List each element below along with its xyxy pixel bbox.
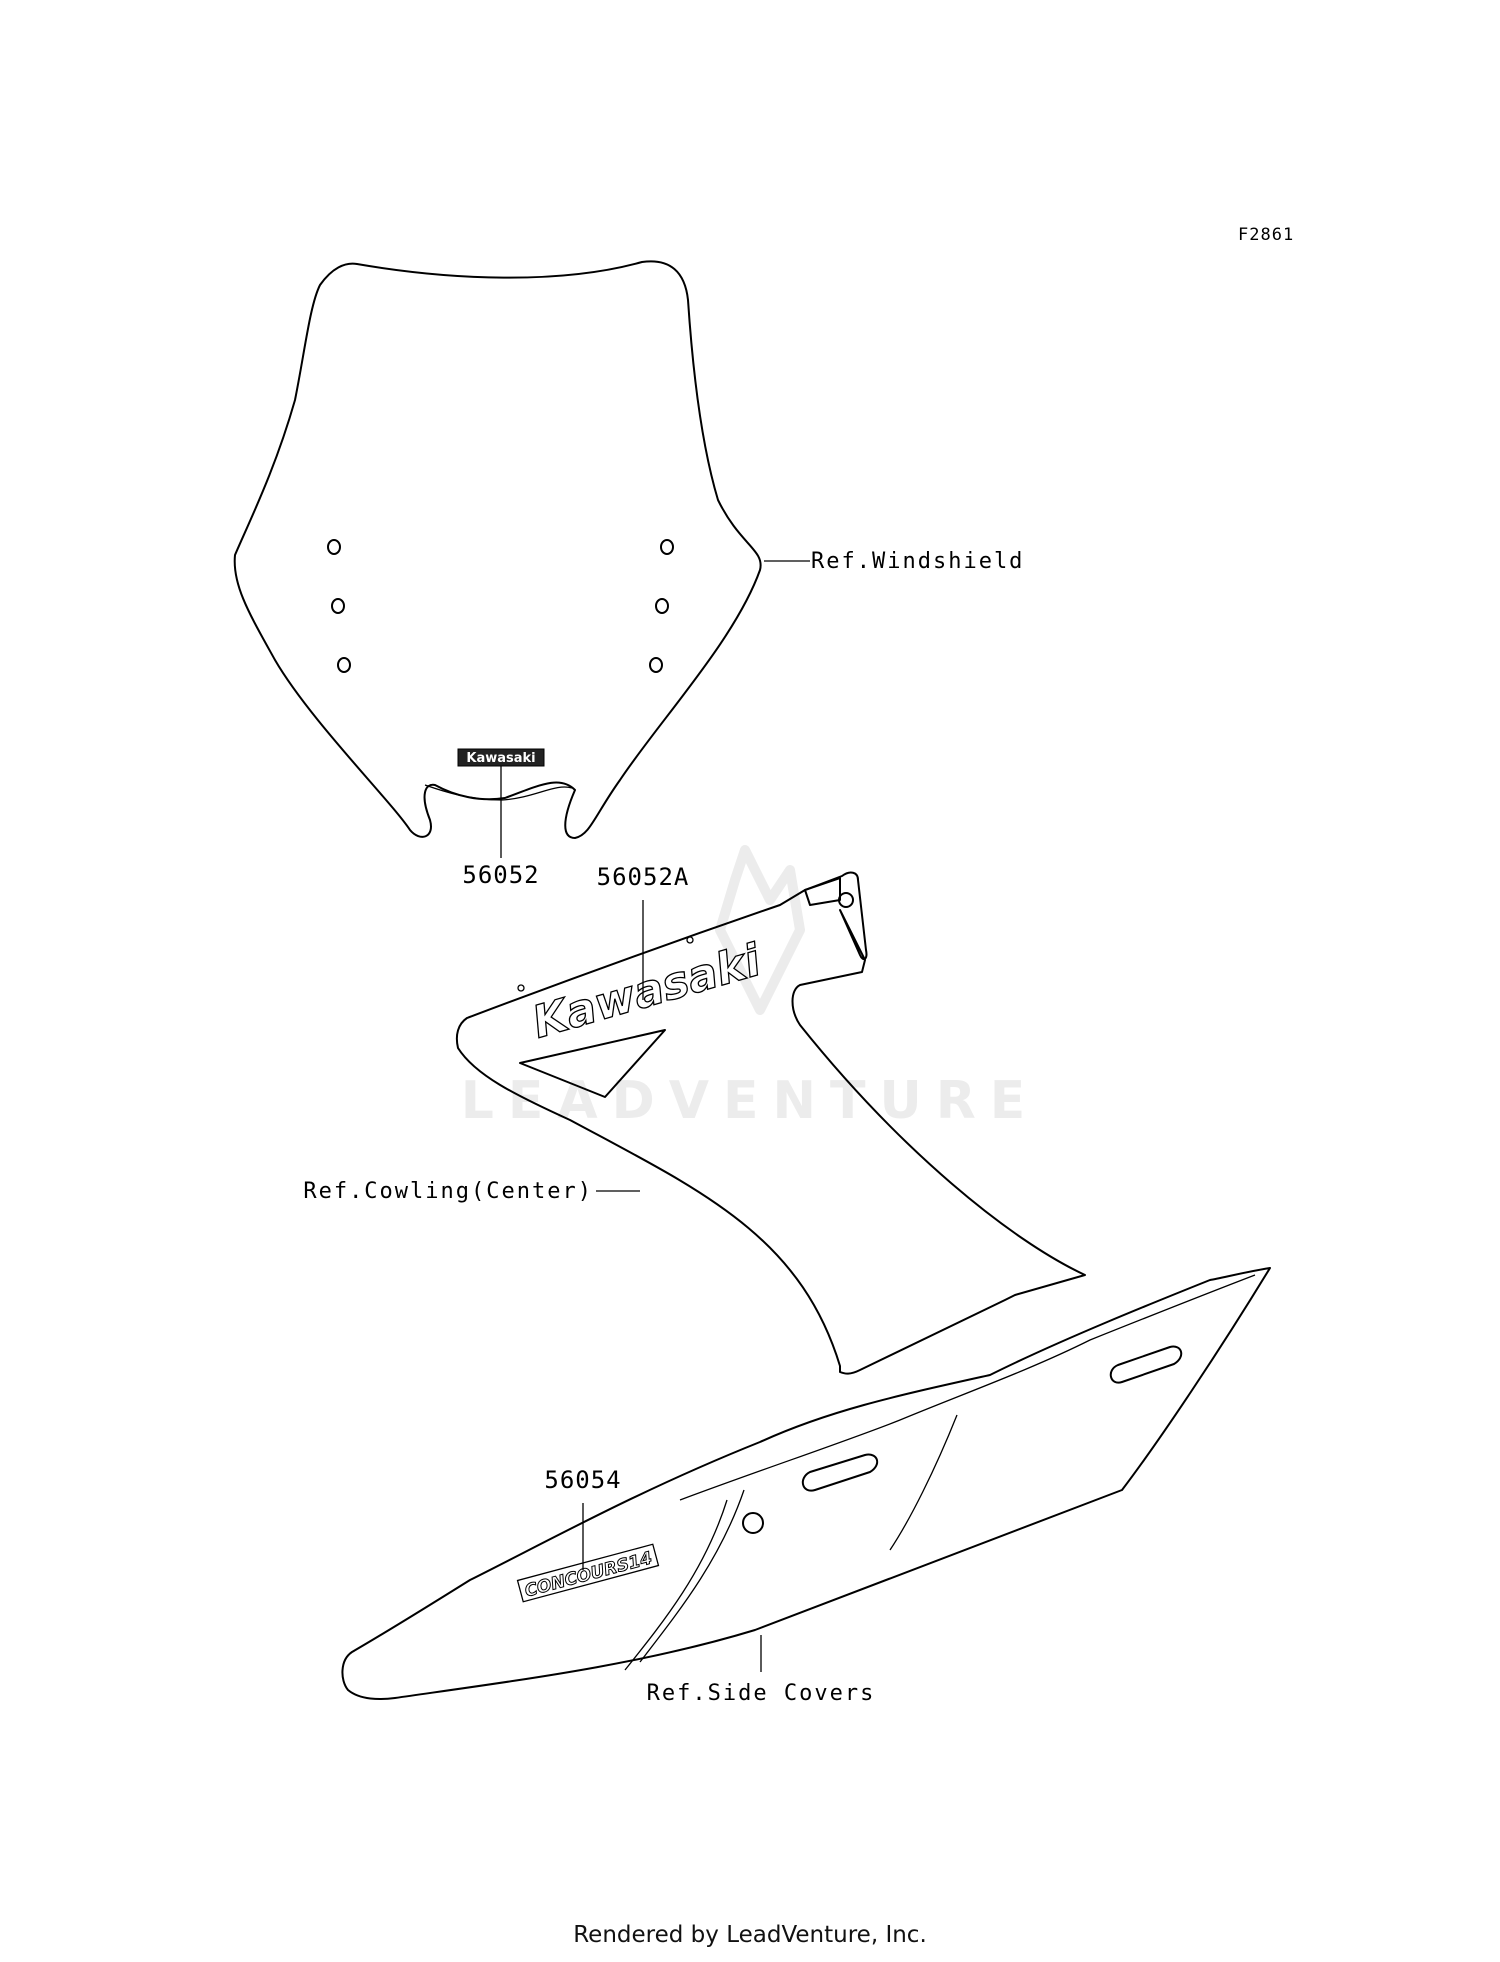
ref-side-covers-label[interactable]: Ref.Side Covers: [647, 1681, 876, 1706]
footer-credit: Rendered by LeadVenture, Inc.: [573, 1922, 927, 1948]
side-cover-curve: [624, 1499, 728, 1671]
mounting-hole: [649, 657, 663, 673]
windshield-drawing: Kawasaki 56052 Ref.Windshield: [233, 260, 1024, 889]
watermark-text: LEADVENTURE: [461, 1071, 1040, 1131]
side-cover-hole: [742, 1512, 764, 1534]
side-cover-decal-border: [516, 1543, 660, 1603]
side-cover-slot: [1109, 1345, 1183, 1384]
mounting-hole: [337, 657, 351, 673]
mounting-hole: [660, 539, 674, 555]
windshield-decal-logo: Kawasaki: [466, 751, 535, 766]
windshield-decal: Kawasaki: [457, 748, 545, 767]
cowling-bracket: [804, 877, 841, 906]
cowling-dot: [517, 984, 525, 992]
side-cover-outline: [341, 1267, 1271, 1700]
side-cover-decal-logo: CONCOURS14: [523, 1548, 655, 1601]
leadventure-watermark: LEADVENTURE: [461, 845, 1040, 1131]
mounting-hole: [655, 598, 669, 614]
cowling-outline: [455, 871, 1086, 1375]
mounting-hole: [331, 598, 345, 614]
side-cover-slot: [801, 1453, 879, 1492]
side-cover-curve: [639, 1489, 745, 1663]
side-cover-curve: [889, 1414, 958, 1551]
ref-windshield-label[interactable]: Ref.Windshield: [811, 549, 1024, 574]
part-number-56052a[interactable]: 56052A: [597, 863, 690, 891]
bracket-hole: [838, 892, 854, 908]
windshield-inner-notch: [424, 784, 573, 801]
figure-id: F2861: [1238, 225, 1294, 245]
windshield-mounting-holes: [327, 539, 674, 673]
side-cover-upper-edge: [679, 1274, 1256, 1501]
windshield-outline: [233, 260, 762, 839]
cowling-triangle-cutout: [519, 1029, 666, 1098]
part-number-56054[interactable]: 56054: [544, 1466, 621, 1494]
cowling-dot: [686, 936, 694, 944]
mounting-hole: [327, 539, 341, 555]
part-number-56052[interactable]: 56052: [462, 861, 539, 889]
side-cover-decal: CONCOURS14: [516, 1543, 660, 1603]
flame-logo-icon: [715, 845, 805, 1015]
side-covers-drawing: CONCOURS14 56054 Ref.Side Covers: [341, 1267, 1271, 1706]
ref-cowling-center-label[interactable]: Ref.Cowling(Center): [303, 1179, 593, 1204]
